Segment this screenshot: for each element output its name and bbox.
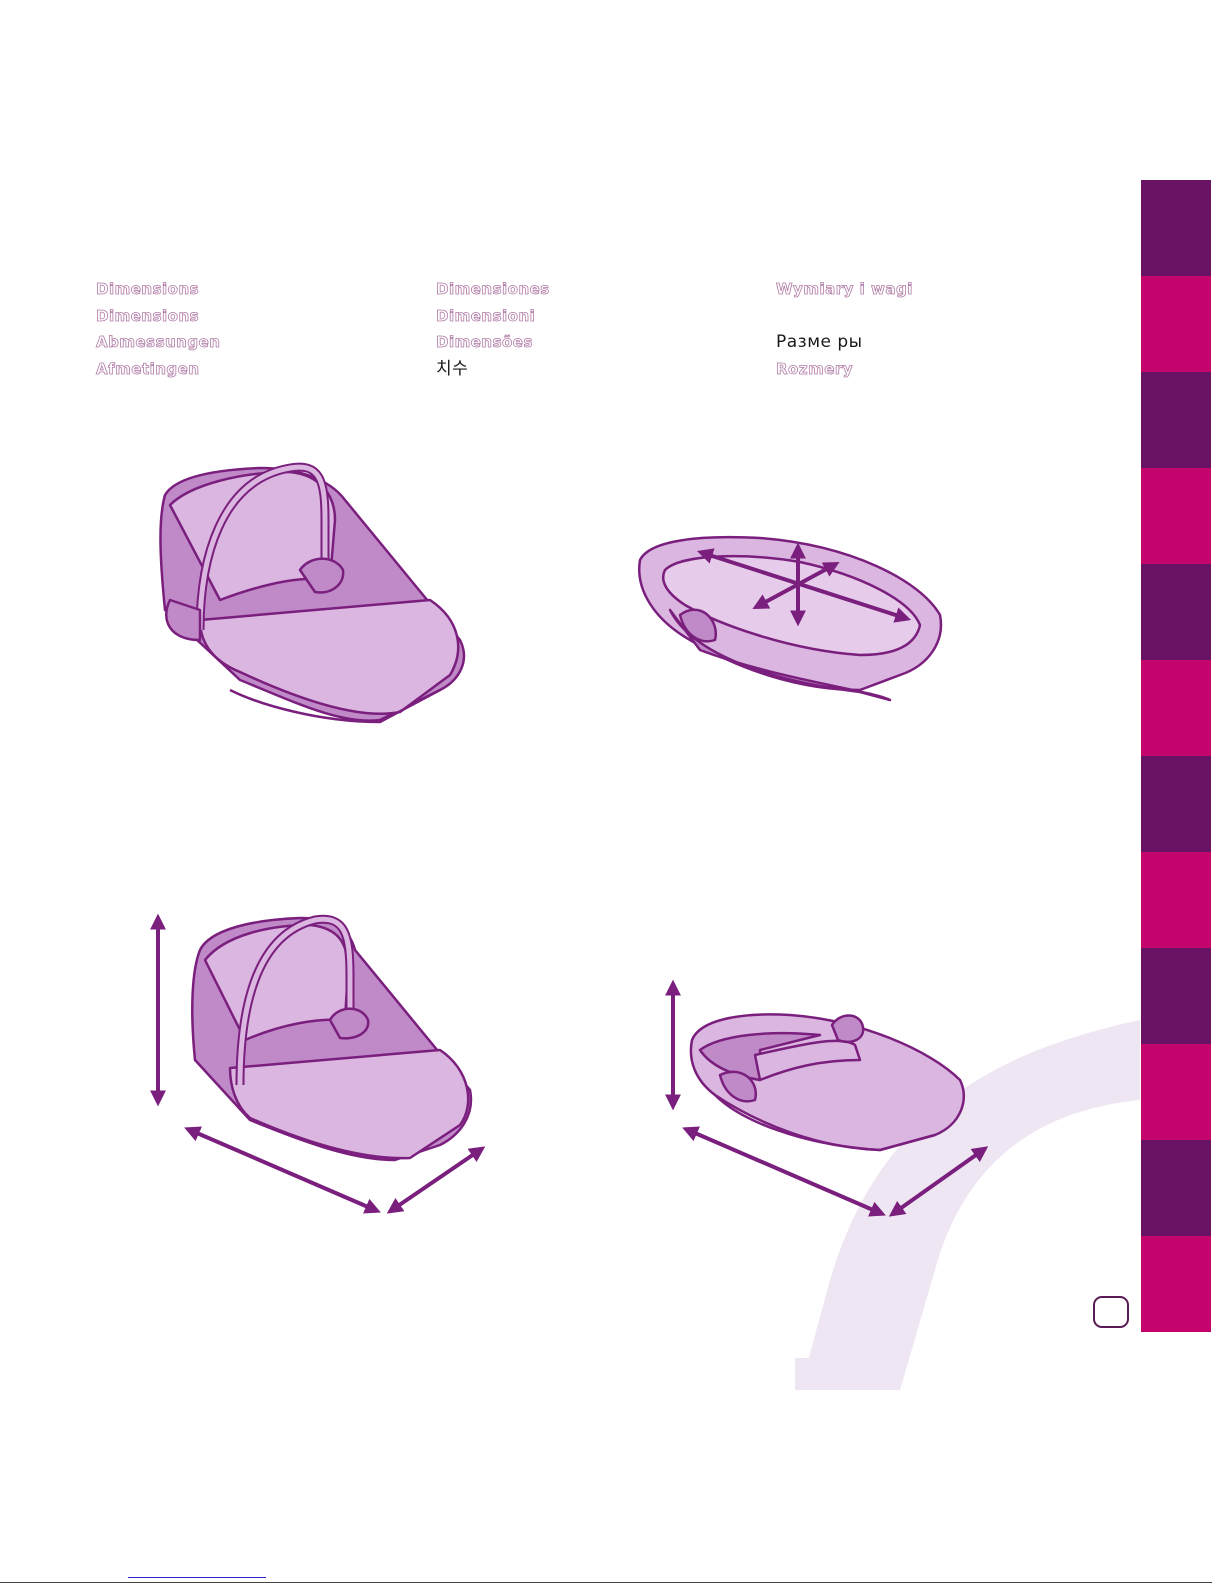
carrycot-inner-dimensions-icon: [639, 537, 941, 700]
carrycot-with-hood-dimensions-icon: [192, 918, 471, 1160]
carrycot-closed-dimensions-icon: [691, 1014, 964, 1150]
bottom-rule: [0, 1582, 1212, 1583]
footer-link-line: [128, 1577, 266, 1578]
carrycot-with-hood-icon: [160, 467, 463, 722]
